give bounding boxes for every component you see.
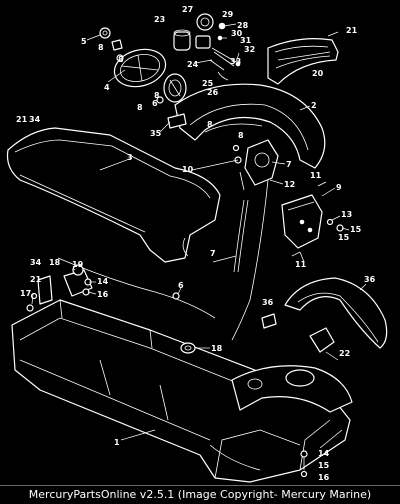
callout-13: 13: [341, 210, 352, 219]
callout-11-bracket: 11: [310, 171, 322, 180]
callout-8-hood: 8: [238, 131, 244, 140]
callout-1: 1: [114, 438, 120, 447]
callout-21: 21: [346, 26, 358, 35]
callout-2: 2: [311, 101, 317, 110]
callout-12: 12: [284, 180, 295, 189]
callout-33: 33: [230, 57, 241, 66]
callout-23: 23: [154, 15, 165, 24]
callout-15-lower-right: 15: [318, 461, 330, 470]
copyright-footer: MercuryPartsOnline v2.5.1 (Image Copyrig…: [0, 485, 400, 504]
steering-cable-part: [231, 179, 269, 341]
decal-part: [167, 113, 277, 329]
callout-25: 25: [202, 79, 214, 88]
gauge-cluster-part: [173, 13, 241, 81]
callout-30: 30: [231, 29, 243, 38]
leader-lines: [31, 23, 367, 441]
callout-15: 15: [350, 225, 362, 234]
callout-24: 24: [187, 60, 199, 69]
callout-36-decal: 36: [262, 298, 274, 307]
callout-20: 20: [312, 69, 324, 78]
callout-28: 28: [237, 21, 249, 30]
lower-left-hardware: [26, 264, 93, 312]
callout-16: 16: [97, 290, 109, 299]
steering-hub-part: [163, 73, 187, 103]
callout-6: 6: [178, 281, 184, 290]
exploded-parts-diagram: 1 2 3 4 5 6 7 8 9 10 11 12 13 14 15 16 1…: [6, 5, 388, 483]
handlebar-part: [113, 48, 167, 88]
callout-5: 5: [81, 37, 87, 46]
fitting-part: [180, 342, 196, 354]
handlebar-hardware: [99, 27, 164, 104]
lower-right-hardware: [300, 450, 308, 478]
callout-7: 7: [286, 160, 292, 169]
throttle-cable-part: [57, 257, 216, 319]
callout-29: 29: [222, 10, 234, 19]
callout-19: 19: [72, 260, 84, 269]
callout-36: 36: [364, 275, 376, 284]
callout-18: 18: [211, 344, 223, 353]
callout-15-bracket: 15: [338, 233, 350, 242]
callout-6-hub: 6: [152, 99, 158, 108]
callout-14-lower-right: 14: [318, 449, 330, 458]
seat-part: [6, 127, 221, 263]
storage-lid-part: [267, 38, 339, 85]
callout-8-upper: 8: [98, 43, 104, 52]
callout-14: 14: [97, 277, 109, 286]
steering-bracket-part: [232, 139, 344, 263]
callout-34-lower-left: 34: [30, 258, 42, 267]
callout-8: 8: [118, 55, 124, 64]
callout-11: 11: [295, 260, 307, 269]
callout-7-cable: 7: [210, 249, 216, 258]
callout-17: 17: [20, 289, 31, 298]
callout-3: 3: [127, 153, 133, 162]
rear-assembly-part: [231, 327, 353, 413]
callout-8-hood-left: 8: [207, 120, 213, 129]
hull-part: [11, 299, 351, 483]
grab-handle-part: [284, 277, 388, 349]
callout-18-lower-left: 18: [49, 258, 61, 267]
callout-34: 34: [29, 115, 41, 124]
callout-4: 4: [104, 83, 110, 92]
callout-16-lower-right: 16: [318, 473, 330, 482]
callout-35: 35: [150, 129, 162, 138]
callout-22: 22: [339, 349, 350, 358]
callout-21-upper-left: 21: [16, 115, 28, 124]
callout-9: 9: [336, 183, 342, 192]
callout-26: 26: [207, 88, 219, 97]
callout-31: 31: [240, 36, 252, 45]
callout-8-hub: 8: [137, 103, 143, 112]
callout-27: 27: [182, 5, 193, 14]
callout-32: 32: [244, 45, 255, 54]
hood-part: [174, 83, 326, 169]
callout-labels: 1 2 3 4 5 6 7 8 9 10 11 12 13 14 15 16 1…: [16, 5, 376, 482]
callout-8-lower: 8: [154, 91, 160, 100]
callout-21-lower-left: 21: [30, 275, 42, 284]
callout-10: 10: [182, 165, 194, 174]
